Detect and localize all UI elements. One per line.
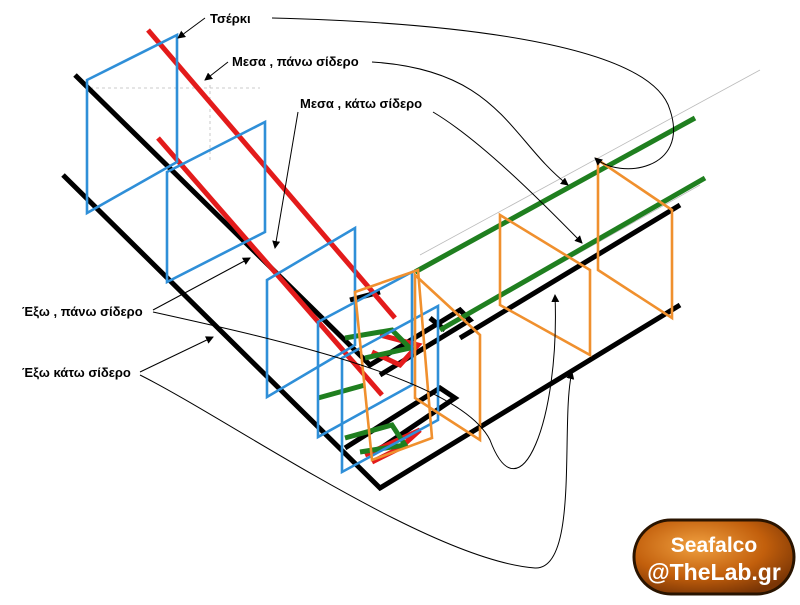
guide-line xyxy=(419,69,761,256)
blue-stirrups xyxy=(85,32,440,475)
label-inner-top-bar: Μεσα , πάνω σίδερο xyxy=(232,54,359,69)
stirrup-blue xyxy=(265,225,357,400)
logo-brand: TheLab xyxy=(670,559,752,585)
leader-inner-bottom-left xyxy=(272,111,299,249)
stirrup-blue xyxy=(85,32,179,216)
stirrup-orange xyxy=(596,157,674,321)
stirrup-orange xyxy=(413,272,482,443)
leader-outer-bottom-right xyxy=(139,371,575,569)
leader-inner-top-right xyxy=(371,61,569,186)
outer-bottom-bar xyxy=(61,173,682,492)
seafalco-logo: Seafalco @TheLab.gr xyxy=(632,518,796,596)
leader-stirrup-left xyxy=(177,17,206,39)
outer-bottom-bar-hook xyxy=(343,385,460,453)
logo-tld: .gr xyxy=(751,559,780,585)
logo-line2: @TheLab.gr xyxy=(647,559,781,585)
leader-lines xyxy=(139,17,674,569)
leader-stirrup-right xyxy=(271,17,674,170)
stirrup-orange xyxy=(498,212,592,358)
leader-inner-bottom-right xyxy=(432,111,583,244)
logo-line1: Seafalco xyxy=(671,534,757,557)
inner-red-bars xyxy=(146,28,423,465)
inner-top-bar-green xyxy=(413,115,697,275)
stirrup-blue xyxy=(340,303,440,475)
label-outer-top-bar: Έξω , πάνω σίδερο xyxy=(22,304,143,319)
stirrup-orange xyxy=(353,268,434,462)
inner-top-bar-red xyxy=(146,28,397,320)
label-inner-bottom-bar: Μεσα , κάτω σίδερο xyxy=(300,96,422,111)
outer-top-bar-right xyxy=(458,202,682,341)
stirrup-blue xyxy=(316,269,414,440)
leader-outer-top-right xyxy=(152,294,560,469)
logo-badge xyxy=(632,518,796,596)
orange-stirrups xyxy=(353,157,674,462)
label-stirrup: Τσέρκι xyxy=(210,11,251,26)
outer-bars xyxy=(61,73,682,492)
leader-outer-top-left xyxy=(152,257,251,311)
inner-bottom-bar-green xyxy=(438,175,707,333)
stirrup-blue xyxy=(165,119,267,285)
label-outer-bottom-bar: Έξω κάτω σίδερο xyxy=(22,365,131,380)
logo-at: @ xyxy=(647,559,669,585)
leader-inner-top-left xyxy=(204,61,229,81)
leader-outer-bottom-left xyxy=(139,336,214,373)
inner-corner-green xyxy=(344,327,415,361)
